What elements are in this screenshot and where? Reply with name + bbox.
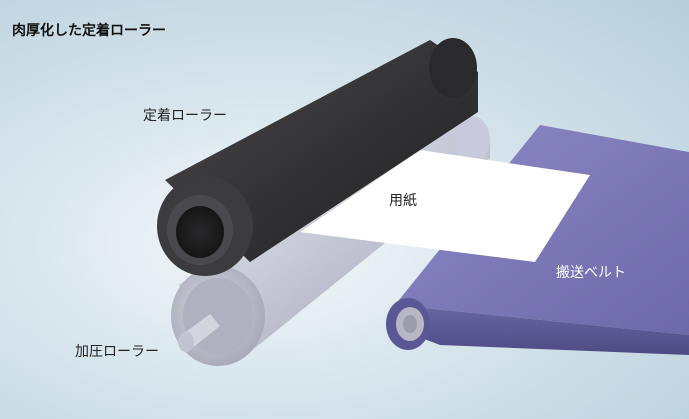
pressure-roller-label: 加圧ローラー: [75, 344, 159, 360]
fixing-roller-bore: [176, 206, 224, 258]
fixing-roller-label: 定着ローラー: [143, 108, 227, 124]
belt-front-side: [395, 305, 689, 355]
pressure-roller-shaft-end: [178, 332, 194, 352]
paper-sheet: [300, 150, 590, 262]
belt-end-roller-hub: [403, 315, 417, 333]
diagram-title: 肉厚化した定着ローラー: [12, 23, 166, 39]
pressure-roller-far-end: [454, 116, 490, 164]
paper-label: 用紙: [389, 193, 417, 209]
belt-label: 搬送ベルト: [556, 265, 626, 281]
fixing-roller: [157, 38, 478, 276]
fixing-roller-far-end: [429, 38, 477, 98]
